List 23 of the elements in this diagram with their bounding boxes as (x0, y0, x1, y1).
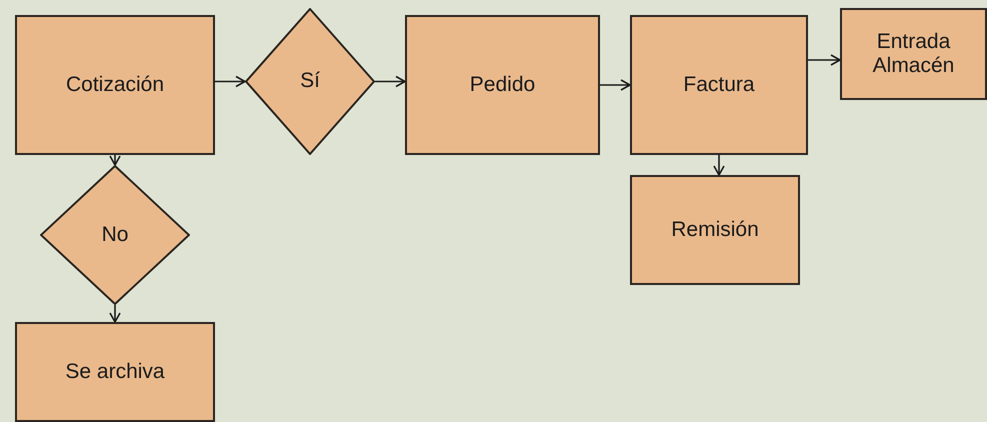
node-label: Factura (683, 72, 755, 98)
process-box (15, 15, 215, 155)
decision-diamond (40, 165, 190, 305)
node-label: No (102, 222, 128, 248)
process-box (630, 175, 800, 285)
process-box (15, 322, 215, 422)
node-label: Sí (300, 69, 320, 94)
arrow (600, 79, 631, 91)
decision-diamond (245, 8, 375, 155)
process-box (630, 15, 808, 155)
process-box (840, 8, 987, 100)
arrow (713, 155, 725, 176)
arrow (109, 305, 121, 323)
node-label: Cotización (66, 72, 164, 98)
process-box (405, 15, 600, 155)
arrow (808, 54, 841, 66)
node-label: Se archiva (65, 360, 165, 384)
arrow (375, 76, 406, 88)
arrow (215, 76, 246, 88)
node-label: Remisión (671, 218, 759, 242)
node-label: Pedido (470, 72, 536, 98)
arrow (109, 155, 121, 166)
node-label: Entrada Almacén (872, 30, 956, 78)
